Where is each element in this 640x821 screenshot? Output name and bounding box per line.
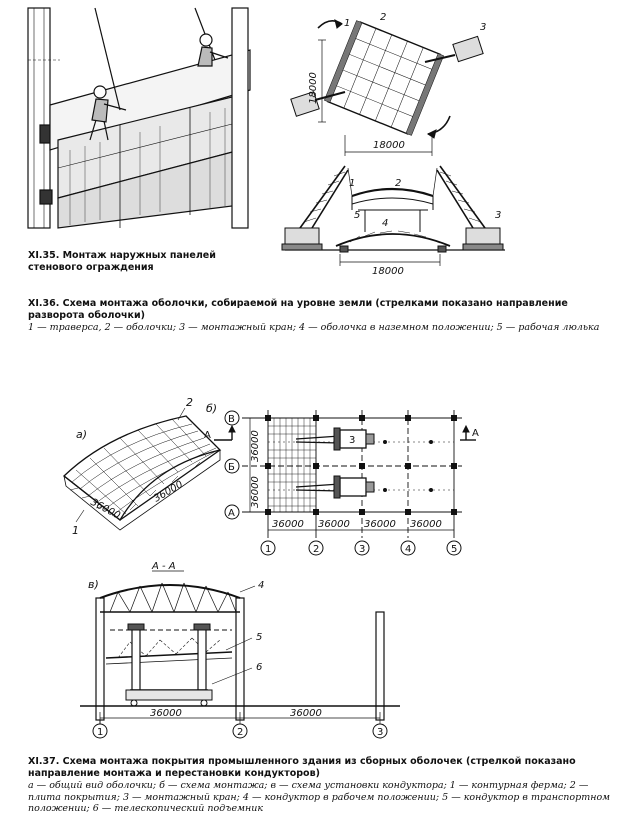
fig37b-col-3: 3 [359, 544, 365, 555]
fig36-label-2: 2 [380, 12, 386, 23]
fig37a-label-1: 1 [72, 524, 79, 537]
fig37c-dim-1: 36000 [150, 708, 182, 719]
fig36-dim-bottom: 18000 [372, 266, 404, 277]
fig37b-col-1: 1 [265, 544, 271, 555]
fig37b-col-5: 5 [451, 544, 457, 555]
fig37c-section-title: А - А [151, 561, 176, 572]
fig36-legend: 1 — траверса, 2 — оболочки; 3 — монтажны… [28, 322, 600, 333]
fig37b-section-left: А [204, 430, 211, 441]
fig37b-span-4: 36000 [410, 519, 442, 530]
fig37-legend: а — общий вид оболочки; б — схема монтаж… [28, 780, 611, 814]
fig37b-row-b: Б [228, 462, 235, 473]
fig36-dim-horizontal: 18000 [373, 140, 405, 151]
fig37c-axis-3: 3 [377, 727, 383, 738]
fig37b-tag: б) [206, 402, 217, 415]
fig37b-span-1: 36000 [272, 519, 304, 530]
fig37b-row-v: В [228, 414, 235, 425]
fig36-label-1: 1 [344, 18, 350, 29]
fig37a-tag: а) [76, 428, 87, 441]
fig37b-vdim-1: 36000 [250, 430, 261, 462]
fig37b-section-right: А [472, 428, 479, 439]
fig36-elev-label-3: 3 [495, 210, 501, 221]
fig37a-dim-2: 36000 [152, 479, 185, 504]
fig36-dim-vertical: 18000 [308, 72, 319, 104]
fig37-caption: XI.37. Схема монтажа покрытия промышленн… [28, 756, 576, 779]
fig36-label-3: 3 [480, 22, 486, 33]
fig37c-label-6: 6 [256, 662, 262, 673]
fig37b-col-4: 4 [405, 544, 411, 555]
fig36-caption: XI.36. Схема монтажа оболочки, собираемо… [28, 298, 568, 321]
fig36-elev-label-1: 1 [349, 178, 355, 189]
fig36-elev-label-4: 4 [382, 218, 388, 229]
fig37b-vdim-2: 36000 [250, 476, 261, 508]
fig37a-label-2: 2 [186, 396, 193, 409]
fig37b-span-2: 36000 [318, 519, 350, 530]
fig37b-row-a: А [228, 508, 235, 519]
fig37b-crane-label: 3 [349, 435, 355, 446]
fig37c-axis-1: 1 [97, 727, 103, 738]
fig37c-axis-2: 2 [237, 727, 243, 738]
fig35-caption: XI.35. Монтаж наружных панелей стенового… [28, 250, 216, 273]
fig37c-label-5: 5 [256, 632, 262, 643]
fig37b-span-3: 36000 [364, 519, 396, 530]
fig37c-dim-2: 36000 [290, 708, 322, 719]
fig36-elev-label-2: 2 [395, 178, 401, 189]
fig37c-tag: в) [88, 578, 99, 591]
fig37b-col-2: 2 [313, 544, 319, 555]
fig37c-label-4: 4 [258, 580, 264, 591]
fig36-elev-label-5: 5 [354, 210, 360, 221]
